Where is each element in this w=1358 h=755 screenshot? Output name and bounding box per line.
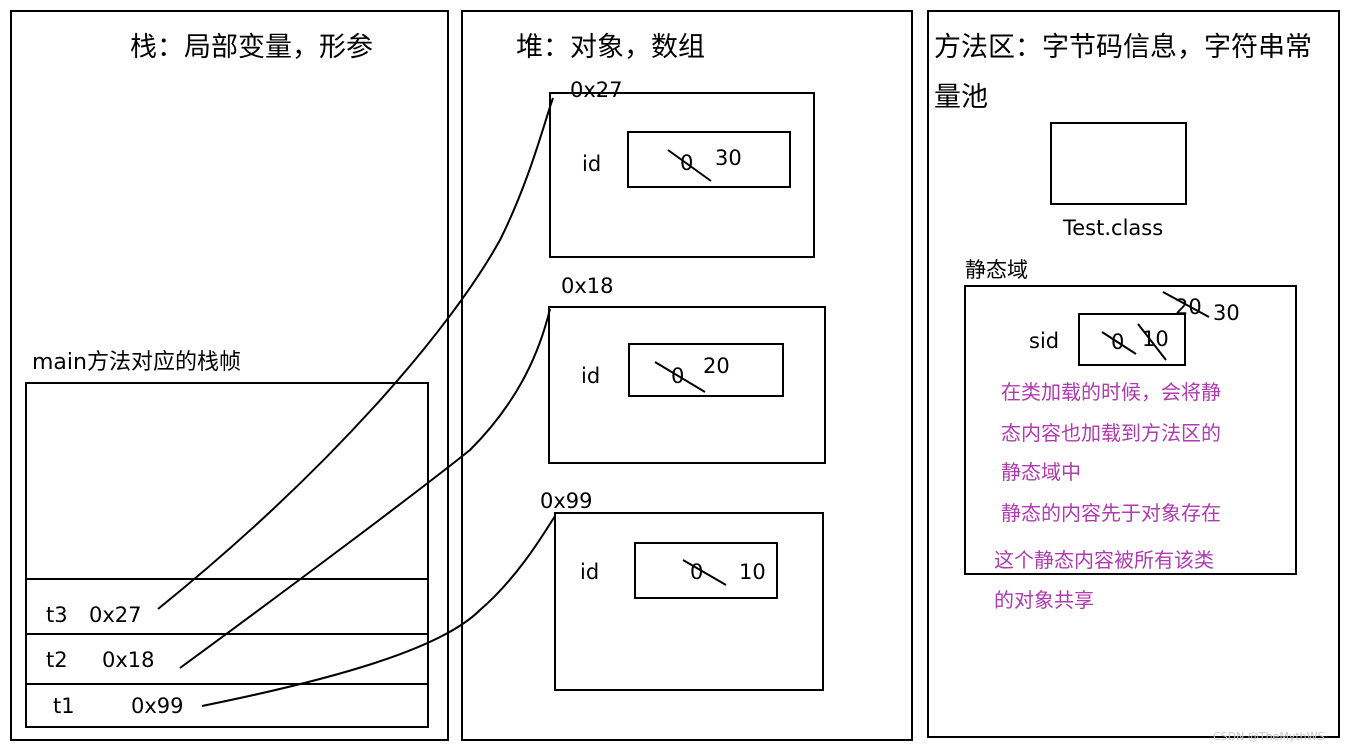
object-field-new-value: 30 (715, 146, 742, 170)
annotation-line: 态内容也加载到方法区的 (1001, 421, 1221, 445)
heap-object-address: 0x27 (570, 78, 623, 102)
object-field-new-value: 20 (703, 354, 730, 378)
annotation-line: 在类加载的时候，会将静 (1001, 380, 1221, 404)
method-area-title-line1: 方法区：字节码信息，字符串常 (934, 32, 1312, 63)
sid-new-value: 30 (1213, 301, 1240, 325)
sid-old-value: 10 (1142, 327, 1169, 351)
annotation-line: 的对象共享 (994, 588, 1094, 612)
object-field-label: id (582, 152, 602, 176)
object-field-box (634, 542, 778, 599)
stack-var-t1: t1 (53, 694, 75, 718)
class-bytecode-box (1050, 122, 1187, 205)
class-label: Test.class (1063, 216, 1164, 240)
object-field-new-value: 10 (739, 560, 766, 584)
stack-frame-label: main方法对应的栈帧 (32, 350, 241, 375)
static-area-box (964, 285, 1297, 575)
object-field-label: id (581, 364, 601, 388)
object-field-box (628, 343, 784, 397)
object-field-label: id (580, 560, 600, 584)
stack-addr-t1: 0x99 (131, 694, 184, 718)
heap-title: 堆：对象，数组 (516, 32, 705, 63)
stack-title: 栈：局部变量，形参 (130, 32, 373, 63)
stack-addr-t3: 0x27 (89, 603, 142, 627)
heap-object-address: 0x18 (561, 274, 614, 298)
stack-var-t3: t3 (46, 603, 68, 627)
heap-object-address: 0x99 (540, 489, 593, 513)
method-area-panel (927, 10, 1340, 738)
heap-object (554, 512, 824, 691)
annotation-line: 静态域中 (1001, 460, 1081, 484)
annotation-line: 这个静态内容被所有该类 (994, 548, 1214, 572)
object-field-old-value: 0 (671, 364, 685, 388)
stack-row-divider (25, 578, 429, 580)
stack-addr-t2: 0x18 (102, 648, 155, 672)
static-area-label: 静态域 (965, 258, 1028, 282)
stack-row-divider (25, 683, 429, 685)
annotation-line: 静态的内容先于对象存在 (1001, 501, 1221, 525)
method-area-title-line2: 量池 (934, 82, 988, 113)
stack-var-t2: t2 (46, 648, 68, 672)
object-field-box (627, 131, 791, 188)
sid-old-value: 0 (1111, 330, 1125, 354)
sid-value-box (1078, 313, 1186, 366)
object-field-old-value: 0 (690, 560, 704, 584)
stack-row-divider (25, 633, 429, 635)
sid-old-value: 20 (1175, 295, 1202, 319)
watermark: CSDN @TheMythWS (1213, 730, 1325, 743)
main-stack-frame (25, 382, 429, 728)
sid-label: sid (1029, 329, 1060, 353)
object-field-old-value: 0 (680, 151, 694, 175)
